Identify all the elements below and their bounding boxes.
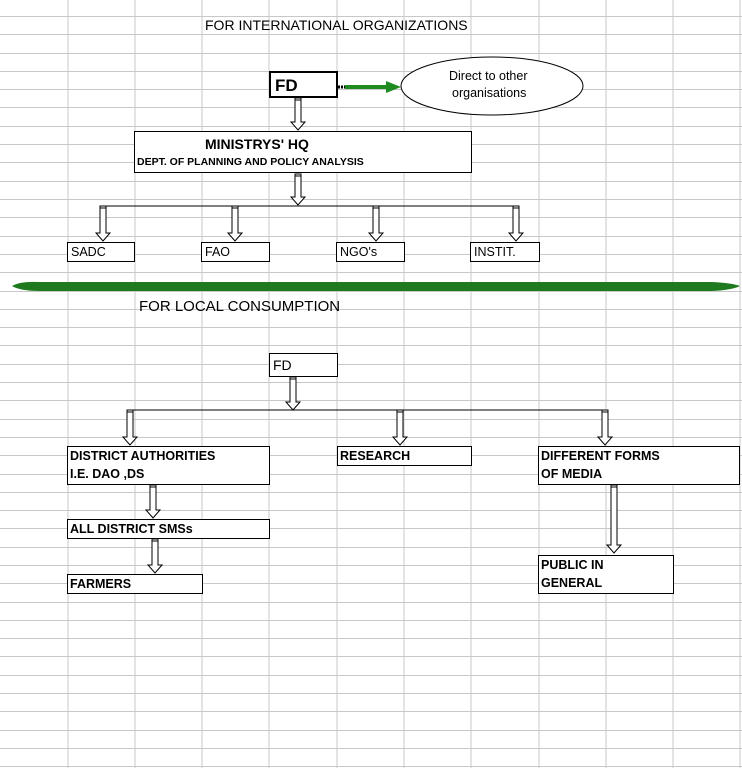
media-box: DIFFERENT FORMS OF MEDIA — [538, 446, 740, 485]
intl-heading: FOR INTERNATIONAL ORGANIZATIONS — [205, 17, 468, 33]
target-label: FAO — [205, 245, 231, 259]
direct-text-line2: organisations — [452, 86, 527, 100]
local-heading: FOR LOCAL CONSUMPTION — [139, 298, 341, 315]
section-divider — [12, 281, 740, 291]
target-sadc: SADC — [67, 242, 135, 262]
target-ngos: NGO's — [336, 242, 405, 262]
down-arrow-icon — [391, 409, 409, 446]
down-arrow-icon — [144, 484, 162, 519]
target-label: NGO's — [340, 245, 378, 259]
sms-box: ALL DISTRICT SMSs — [67, 519, 270, 539]
down-arrow-icon — [367, 205, 385, 242]
research-box: RESEARCH — [337, 446, 472, 466]
down-arrow-icon — [284, 376, 302, 411]
target-instit: INSTIT. — [470, 242, 540, 262]
down-arrow-icon — [146, 538, 164, 574]
district-line1: DISTRICT AUTHORITIES — [70, 449, 216, 463]
down-arrow-icon — [507, 205, 525, 242]
down-arrow-icon — [226, 205, 244, 242]
target-label: INSTIT. — [474, 245, 516, 259]
media-line1: DIFFERENT FORMS — [541, 449, 660, 463]
direct-text-line1: Direct to other — [449, 69, 528, 83]
public-line2: GENERAL — [541, 576, 603, 590]
direct-arrow — [338, 81, 401, 93]
ministry-title: MINISTRYS' HQ — [205, 136, 309, 152]
district-box: DISTRICT AUTHORITIES I.E. DAO ,DS — [67, 446, 270, 485]
sms-label: ALL DISTRICT SMSs — [70, 522, 193, 536]
district-line2: I.E. DAO ,DS — [70, 467, 145, 481]
farmers-box: FARMERS — [67, 574, 203, 594]
ministry-box: MINISTRYS' HQ DEPT. OF PLANNING AND POLI… — [134, 131, 472, 173]
down-arrow-icon — [94, 205, 112, 242]
fd-label: FD — [275, 76, 298, 95]
down-arrow-icon — [596, 409, 614, 446]
media-line2: OF MEDIA — [541, 467, 603, 481]
down-arrow-icon — [121, 409, 139, 446]
ministry-dept: DEPT. OF PLANNING AND POLICY ANALYSIS — [137, 156, 364, 168]
down-arrow-icon — [289, 173, 307, 206]
public-line1: PUBLIC IN — [541, 558, 604, 572]
target-label: SADC — [71, 245, 106, 259]
fd-label: FD — [273, 357, 292, 373]
fd-box-local: FD — [269, 353, 338, 377]
down-arrow-icon — [605, 484, 623, 554]
down-arrow-icon — [289, 97, 307, 131]
target-fao: FAO — [201, 242, 270, 262]
fd-box-intl: FD — [269, 71, 338, 98]
direct-ellipse — [400, 56, 584, 116]
research-label: RESEARCH — [340, 449, 411, 463]
farmers-label: FARMERS — [70, 577, 132, 591]
public-box: PUBLIC IN GENERAL — [538, 555, 674, 594]
